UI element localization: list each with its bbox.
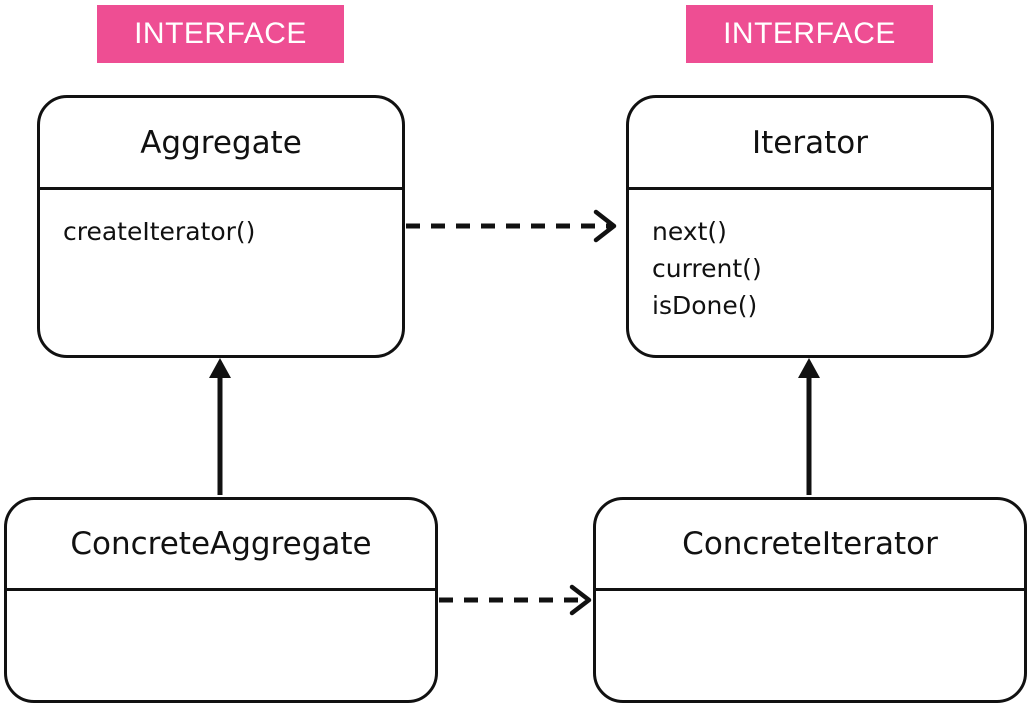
- class-name: Aggregate: [40, 98, 402, 190]
- class-name: ConcreteIterator: [596, 500, 1024, 591]
- stereotype-label: INTERFACE: [723, 17, 896, 50]
- realization-arrow-concrete-aggregate-to-aggregate: [209, 358, 231, 495]
- operation: current(): [652, 254, 762, 283]
- class-box-concrete-iterator: ConcreteIterator: [593, 497, 1027, 703]
- class-name: ConcreteAggregate: [7, 500, 435, 591]
- operation: createIterator(): [63, 217, 256, 246]
- operations-list: createIterator(): [63, 213, 255, 250]
- stereotype-tag-iterator: INTERFACE: [686, 5, 933, 63]
- operation: isDone(): [652, 291, 758, 320]
- operation: next(): [652, 217, 727, 246]
- class-name: Iterator: [629, 98, 991, 190]
- class-box-aggregate: Aggregate createIterator(): [37, 95, 405, 358]
- dependency-arrow-aggregate-to-iterator: [406, 209, 617, 243]
- dependency-arrow-concrete-aggregate-to-concrete-iterator: [439, 584, 592, 616]
- class-box-iterator: Iterator next() current() isDone(): [626, 95, 994, 358]
- stereotype-label: INTERFACE: [134, 17, 307, 50]
- operations-list: next() current() isDone(): [652, 213, 762, 324]
- realization-arrow-concrete-iterator-to-iterator: [798, 358, 820, 495]
- stereotype-tag-aggregate: INTERFACE: [97, 5, 344, 63]
- class-box-concrete-aggregate: ConcreteAggregate: [4, 497, 438, 703]
